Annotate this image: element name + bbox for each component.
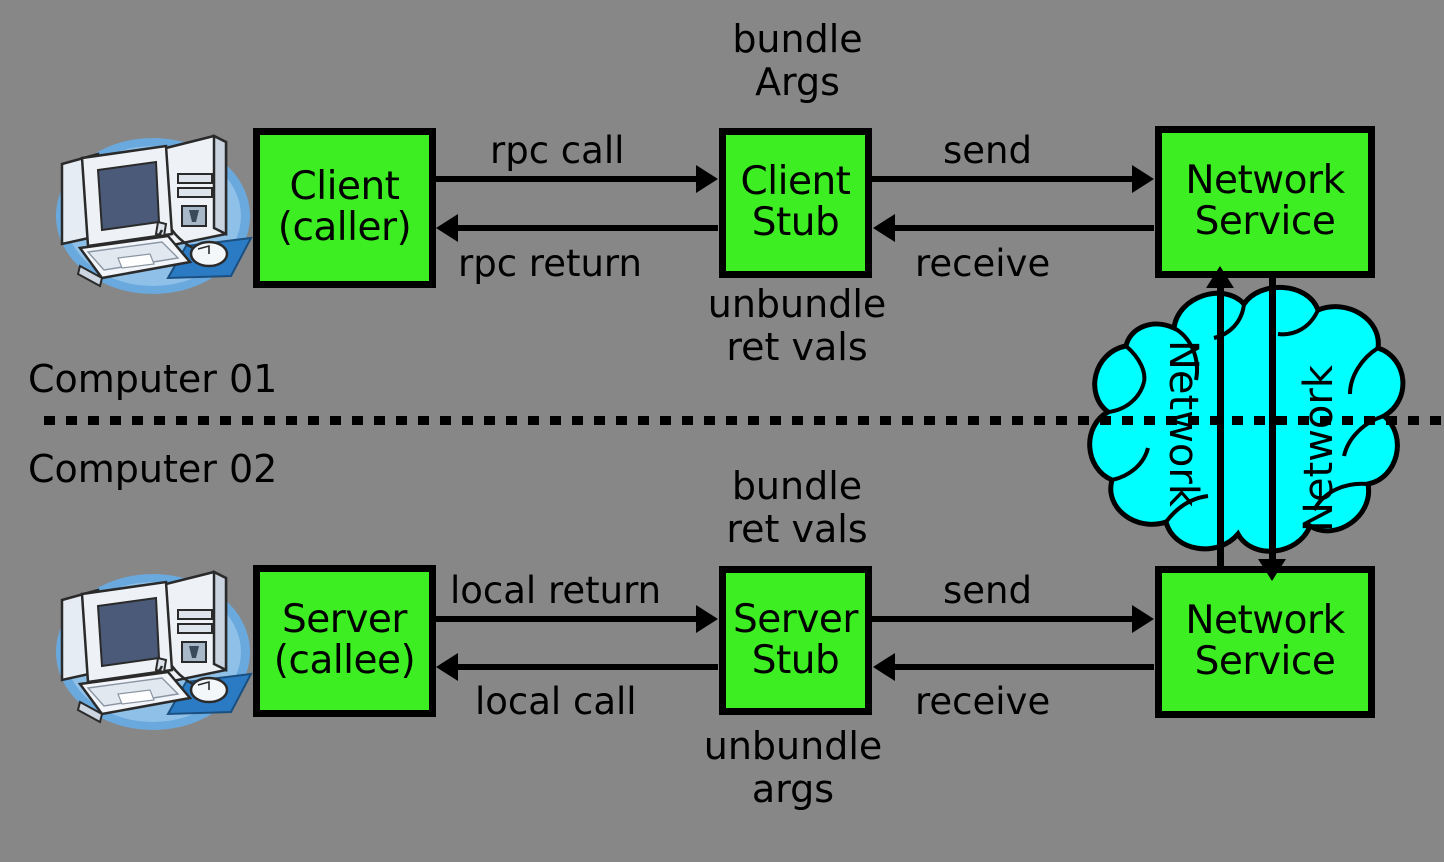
receive-bottom-arrow (873, 653, 1154, 681)
network-service-bottom-box[interactable]: Network Service (1155, 566, 1375, 718)
send-bottom-arrow (872, 605, 1154, 633)
receive-bottom-label: receive (915, 680, 1051, 723)
server-box-line1: Server (282, 597, 407, 643)
server-stub-line1: Server (733, 596, 858, 642)
local-call-label: local call (475, 680, 637, 723)
client-box-line1: Client (289, 164, 400, 210)
network-service-bottom-line1: Network (1185, 598, 1345, 644)
receive-top-arrow (873, 214, 1154, 242)
unbundle-args-line2: args (751, 766, 835, 811)
local-call-arrow (436, 653, 718, 681)
network-service-bottom-line2: Service (1194, 639, 1336, 684)
server-box[interactable]: Server (callee) (253, 565, 436, 717)
unbundle-args-label: unbundle args (693, 725, 893, 810)
computer-01-label: Computer 01 (28, 357, 278, 401)
local-return-arrow (436, 605, 718, 633)
computer-02-label: Computer 02 (28, 447, 278, 491)
client-box[interactable]: Client (caller) (253, 128, 436, 288)
bundle-args-label: bundle Args (700, 18, 895, 103)
local-return-label: local return (450, 569, 662, 612)
server-stub-line2: Stub (751, 637, 840, 683)
server-stub-box[interactable]: Server Stub (719, 566, 872, 715)
bundle-retvals-line1: bundle (731, 464, 863, 508)
send-bottom-label: send (943, 569, 1032, 612)
network-upstream-arrow (1206, 266, 1234, 570)
network-label-right: Network (1296, 364, 1342, 532)
client-stub-line1: Client (740, 159, 851, 205)
client-box-line2: (caller) (277, 205, 412, 250)
network-service-top-line1: Network (1185, 158, 1345, 204)
rpc-call-label: rpc call (490, 129, 625, 172)
send-top-arrow (872, 165, 1154, 193)
rpc-call-arrow (436, 165, 718, 193)
send-top-label: send (943, 129, 1032, 172)
unbundle-retvals-line2: ret vals (726, 324, 868, 369)
receive-top-label: receive (915, 242, 1051, 285)
computer-boundary-divider (44, 416, 1444, 425)
desktop-computer-icon-top (56, 133, 253, 294)
network-service-top-line2: Service (1194, 199, 1336, 244)
rpc-return-arrow (436, 214, 718, 242)
client-stub-box[interactable]: Client Stub (719, 128, 872, 278)
desktop-computer-icon-bottom (56, 569, 253, 730)
bundle-retvals-label: bundle ret vals (697, 465, 897, 550)
bundle-args-line2: Args (755, 59, 840, 104)
unbundle-retvals-label: unbundle ret vals (697, 283, 897, 368)
client-stub-line2: Stub (751, 200, 840, 245)
server-box-line2: (callee) (273, 638, 416, 683)
bundle-retvals-line2: ret vals (726, 506, 868, 551)
bundle-args-line1: bundle (732, 17, 863, 61)
network-service-top-box[interactable]: Network Service (1155, 126, 1375, 278)
unbundle-args-line1: unbundle (703, 724, 883, 768)
rpc-return-label: rpc return (458, 242, 642, 285)
unbundle-retvals-line1: unbundle (707, 282, 887, 326)
